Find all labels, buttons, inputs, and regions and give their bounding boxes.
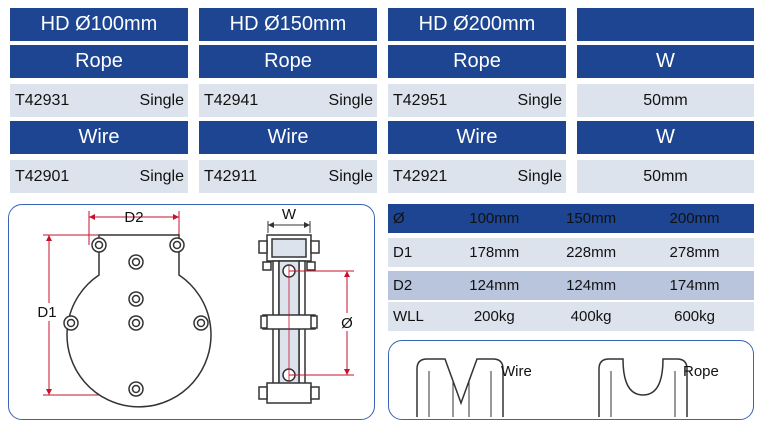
rope-groove-profile bbox=[598, 358, 688, 417]
bolt-holes bbox=[63, 237, 209, 397]
wire-groove-profile bbox=[416, 358, 504, 417]
groove-profiles: Wire Rope bbox=[416, 358, 719, 417]
col1-wire-type: Single bbox=[139, 167, 184, 185]
col2-wire-code: T42911 bbox=[204, 167, 258, 185]
col3-rope-row: T42951 Single bbox=[388, 84, 566, 117]
col1-rope-type: Single bbox=[139, 91, 184, 109]
col2-rope-label: Rope bbox=[199, 45, 377, 78]
dia-label: Ø bbox=[341, 315, 353, 332]
col1-rope-code: T42931 bbox=[15, 91, 70, 109]
dims-row-label: D2 bbox=[393, 277, 413, 294]
dims-cell: 228mm bbox=[566, 244, 617, 261]
col1-title: HD Ø100mm bbox=[10, 8, 188, 41]
dims-row-label: WLL bbox=[393, 308, 424, 325]
dims-cell: 124mm bbox=[469, 277, 520, 294]
w-label: W bbox=[282, 206, 297, 223]
col1-rope-label: Rope bbox=[10, 45, 188, 78]
width-rope-label: W bbox=[577, 45, 754, 78]
col3-rope-code: T42951 bbox=[393, 91, 448, 109]
dims-cell: 174mm bbox=[669, 277, 720, 294]
col3-wire-label: Wire bbox=[388, 121, 566, 154]
col2-rope-type: Single bbox=[328, 91, 373, 109]
dims-header-100: 100mm bbox=[469, 210, 520, 227]
d2-dimension bbox=[88, 211, 180, 245]
dims-cell: 200kg bbox=[473, 308, 515, 325]
col2-wire-label: Wire bbox=[199, 121, 377, 154]
col1-wire-row: T42901 Single bbox=[10, 160, 188, 193]
width-col-header bbox=[577, 8, 754, 41]
dims-cell: 400kg bbox=[570, 308, 612, 325]
dims-header-150: 150mm bbox=[566, 210, 617, 227]
dims-header-row: Ø 100mm 150mm 200mm bbox=[388, 204, 754, 233]
d1-label: D1 bbox=[37, 304, 56, 321]
width-wire-value: 50mm bbox=[577, 160, 754, 193]
block-drawing: D2 D1 bbox=[33, 206, 358, 408]
col2-wire-type: Single bbox=[328, 167, 373, 185]
width-wire-label: W bbox=[577, 121, 754, 154]
d2-label: D2 bbox=[124, 209, 143, 226]
col1-wire-code: T42901 bbox=[15, 167, 70, 185]
dims-cell: 178mm bbox=[469, 244, 520, 261]
dims-row-d2: D2 124mm 124mm 174mm bbox=[388, 271, 754, 300]
width-rope-value: 50mm bbox=[577, 84, 754, 117]
col3-wire-row: T42921 Single bbox=[388, 160, 566, 193]
dims-header-200: 200mm bbox=[669, 210, 720, 227]
dims-cell: 600kg bbox=[674, 308, 715, 325]
rope-profile-label: Rope bbox=[683, 363, 719, 380]
col3-rope-type: Single bbox=[517, 91, 562, 109]
col1-wire-label: Wire bbox=[10, 121, 188, 154]
col2-rope-code: T42941 bbox=[204, 91, 259, 109]
col2-title: HD Ø150mm bbox=[199, 8, 377, 41]
dims-row-d1: D1 178mm 228mm 278mm bbox=[388, 238, 754, 267]
w-dimension bbox=[267, 221, 311, 233]
col3-rope-label: Rope bbox=[388, 45, 566, 78]
dims-header-dia: Ø bbox=[393, 210, 405, 227]
col2-wire-row: T42911 Single bbox=[199, 160, 377, 193]
dims-cell: 278mm bbox=[669, 244, 720, 261]
profiles-panel: Wire Rope bbox=[388, 340, 754, 420]
drawing-panel: D2 D1 bbox=[8, 204, 375, 420]
col2-rope-row: T42941 Single bbox=[199, 84, 377, 117]
dims-row-label: D1 bbox=[393, 244, 413, 261]
dims-row-wll: WLL 200kg 400kg 600kg bbox=[388, 302, 754, 331]
col1-rope-row: T42931 Single bbox=[10, 84, 188, 117]
col3-title: HD Ø200mm bbox=[388, 8, 566, 41]
col3-wire-code: T42921 bbox=[393, 167, 448, 185]
dims-cell: 124mm bbox=[566, 277, 617, 294]
wire-profile-label: Wire bbox=[501, 363, 532, 380]
col3-wire-type: Single bbox=[517, 167, 562, 185]
